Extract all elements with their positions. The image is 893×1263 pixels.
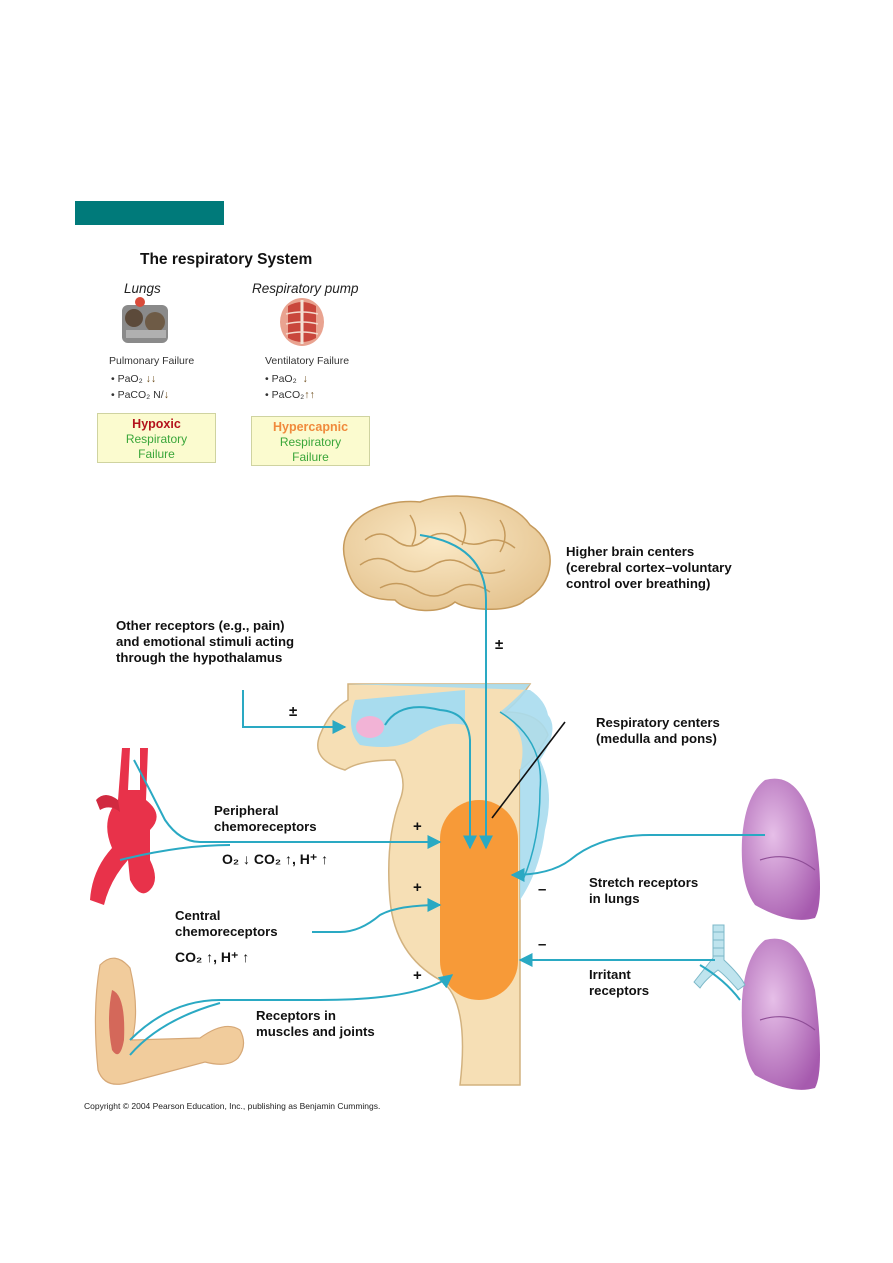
resp-system-title: The respiratory System xyxy=(140,251,313,268)
arrow-peripheral-aortic xyxy=(119,844,231,861)
hypercapnic-line3: Failure xyxy=(292,450,329,464)
resp-centers-line2: (medulla and pons) xyxy=(596,731,717,746)
arrow-hypothalamus-in xyxy=(242,690,347,734)
sign-irritant-minus: – xyxy=(538,936,547,953)
higher-brain-line1: Higher brain centers xyxy=(566,544,695,559)
lungs-paco2: • PaCO₂ N/↓ xyxy=(111,389,169,401)
respiratory-pump-icon xyxy=(280,298,324,346)
arrow-stretch xyxy=(510,834,765,882)
lungs-paco2-arrows: ↓ xyxy=(163,389,169,401)
irritant-line2: receptors xyxy=(589,983,650,998)
resp-centers-line1: Respiratory centers xyxy=(596,715,720,730)
peripheral-stimuli: O₂ ↓ CO₂ ↑, H⁺ ↑ xyxy=(222,851,329,867)
sign-brain-plusminus: ± xyxy=(495,636,504,653)
hypercapnic-label: Hypercapnic xyxy=(272,420,349,434)
central-line2: chemoreceptors xyxy=(175,924,278,939)
hypercapnic-failure-box: Hypercapnic Respiratory Failure xyxy=(251,416,370,466)
sign-muscles-plus: + xyxy=(413,967,422,984)
lungs-pao2: • PaO₂ ↓↓ xyxy=(111,373,157,385)
hypoxic-line3: Failure xyxy=(138,447,175,461)
central-stimuli: CO₂ ↑, H⁺ ↑ xyxy=(175,949,250,965)
muscles-label: Receptors in muscles and joints xyxy=(256,1008,375,1040)
pulmonary-failure-label: Pulmonary Failure xyxy=(109,355,195,367)
arm-illustration xyxy=(94,957,245,1085)
pump-paco2: • PaCO₂↑↑ xyxy=(265,389,315,401)
hypoxic-label: Hypoxic xyxy=(132,417,181,431)
lungs-heading: Lungs xyxy=(124,281,161,296)
other-line1: Other receptors (e.g., pain) xyxy=(116,618,285,633)
pump-pao2-arrows: ↓ xyxy=(302,373,308,385)
artery-illustration xyxy=(90,748,157,905)
sign-central-plus: + xyxy=(413,879,422,896)
arrow-peripheral-carotid xyxy=(133,759,442,849)
muscles-line1: Receptors in xyxy=(256,1008,336,1023)
arrow-higher-brain xyxy=(419,534,493,850)
resp-center-leader xyxy=(491,721,566,819)
arrow-hypothalamus-out xyxy=(384,706,477,850)
muscles-line2: muscles and joints xyxy=(256,1024,375,1039)
hypercapnic-line2: Respiratory xyxy=(279,435,342,449)
arrow-central-chemo xyxy=(312,898,442,933)
header-bar xyxy=(75,201,224,225)
lungs-icon xyxy=(122,297,168,343)
central-line1: Central xyxy=(175,908,221,923)
other-line2: and emotional stimuli acting xyxy=(116,634,295,649)
sign-stretch-minus: – xyxy=(538,881,547,898)
pump-heading: Respiratory pump xyxy=(252,281,359,296)
lungs-pao2-arrows: ↓↓ xyxy=(145,373,157,385)
stretch-label: Stretch receptors in lungs xyxy=(589,875,698,907)
brain-illustration xyxy=(342,495,551,612)
stretch-line1: Stretch receptors xyxy=(589,875,699,890)
signal-arrows xyxy=(119,534,765,1056)
irritant-label: Irritant receptors xyxy=(589,967,649,999)
stretch-line2: in lungs xyxy=(589,891,640,906)
central-label: Central chemoreceptors xyxy=(175,908,278,940)
arrow-muscles xyxy=(129,974,454,1041)
pump-pao2: • PaO₂ ↓ xyxy=(265,373,308,385)
peripheral-line1: Peripheral xyxy=(214,803,279,818)
peripheral-line2: chemoreceptors xyxy=(214,819,317,834)
other-receptors-label: Other receptors (e.g., pain) and emotion… xyxy=(116,618,294,666)
hypoxic-failure-box: Hypoxic Respiratory Failure xyxy=(97,413,216,463)
peripheral-label: Peripheral chemoreceptors xyxy=(214,803,317,835)
irritant-line1: Irritant xyxy=(589,967,631,982)
lungs-pao2-label: PaO₂ xyxy=(117,373,143,385)
respiratory-center xyxy=(440,800,518,1000)
higher-brain-line2: (cerebral cortex–voluntary xyxy=(566,560,732,575)
ventilatory-failure-label: Ventilatory Failure xyxy=(265,355,350,367)
lungs-paco2-label: PaCO₂ N/ xyxy=(117,389,164,401)
pump-paco2-label: PaCO₂ xyxy=(271,389,305,401)
sign-peripheral-plus: + xyxy=(413,818,422,835)
resp-centers-label: Respiratory centers (medulla and pons) xyxy=(596,715,720,747)
higher-brain-line3: control over breathing) xyxy=(566,576,711,591)
higher-brain-label: Higher brain centers (cerebral cortex–vo… xyxy=(566,544,732,592)
pump-pao2-label: PaO₂ xyxy=(271,373,297,385)
arrow-joints xyxy=(129,1002,221,1056)
sign-hypothalamus-plusminus: ± xyxy=(289,703,298,720)
arrow-irritant-lung xyxy=(699,964,741,1001)
lung-lower-illustration xyxy=(741,938,820,1090)
trachea-illustration xyxy=(693,924,746,991)
other-line3: through the hypothalamus xyxy=(116,650,283,665)
lung-upper-illustration xyxy=(741,778,820,920)
hypoxic-line2: Respiratory xyxy=(125,432,188,446)
copyright-text: Copyright © 2004 Pearson Education, Inc.… xyxy=(84,1101,381,1111)
pump-paco2-arrows: ↑↑ xyxy=(304,389,315,401)
